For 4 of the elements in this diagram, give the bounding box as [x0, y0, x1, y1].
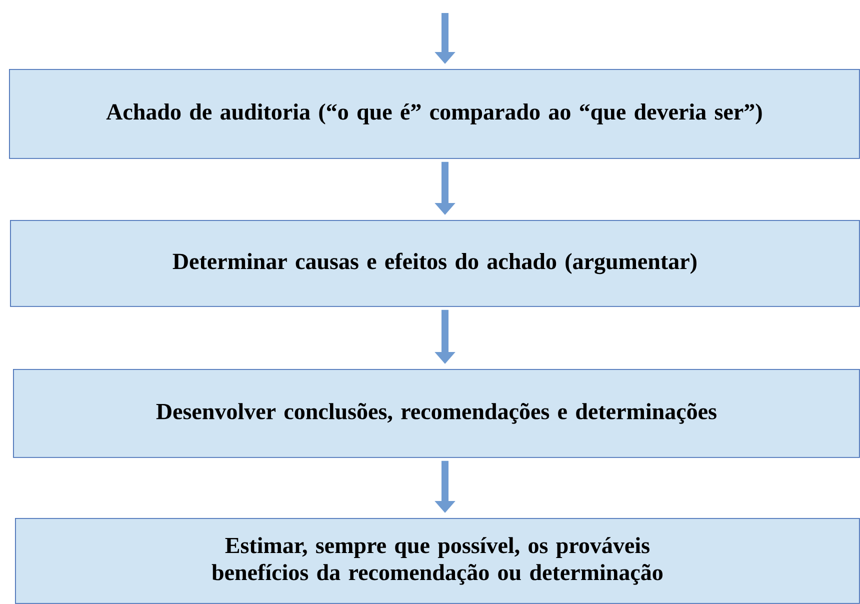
process-box: Achado de auditoria (“o que é” comparado ao “que deveria ser”) — [9, 69, 860, 159]
process-box: Estimar, sempre que possível, os prováveis benefícios da recomendação ou determinação — [15, 518, 860, 604]
process-box: Desenvolver conclusões, recomendações e determinações — [13, 368, 860, 458]
process-box: Determinar causas e efeitos do achado (argumentar) — [10, 220, 860, 307]
